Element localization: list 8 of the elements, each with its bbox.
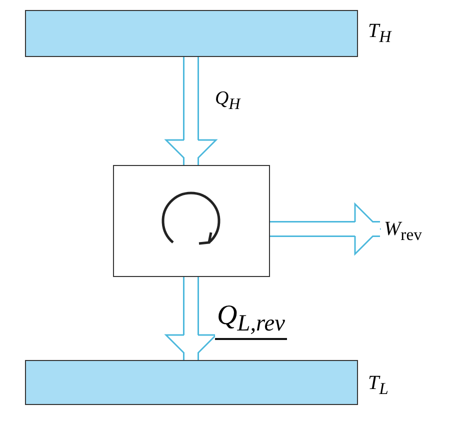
temperature-label: T$_{L}$	[368, 372, 388, 399]
heat-flow-arrow	[270, 203, 381, 255]
reservoir-bar	[25, 10, 358, 57]
temperature-label: T$_{H}$	[368, 20, 392, 47]
engine-box	[113, 165, 270, 277]
output-label: W$_{rev}$	[384, 214, 444, 244]
reservoir-bar	[25, 360, 358, 405]
heat-flow-arrow	[165, 57, 217, 166]
